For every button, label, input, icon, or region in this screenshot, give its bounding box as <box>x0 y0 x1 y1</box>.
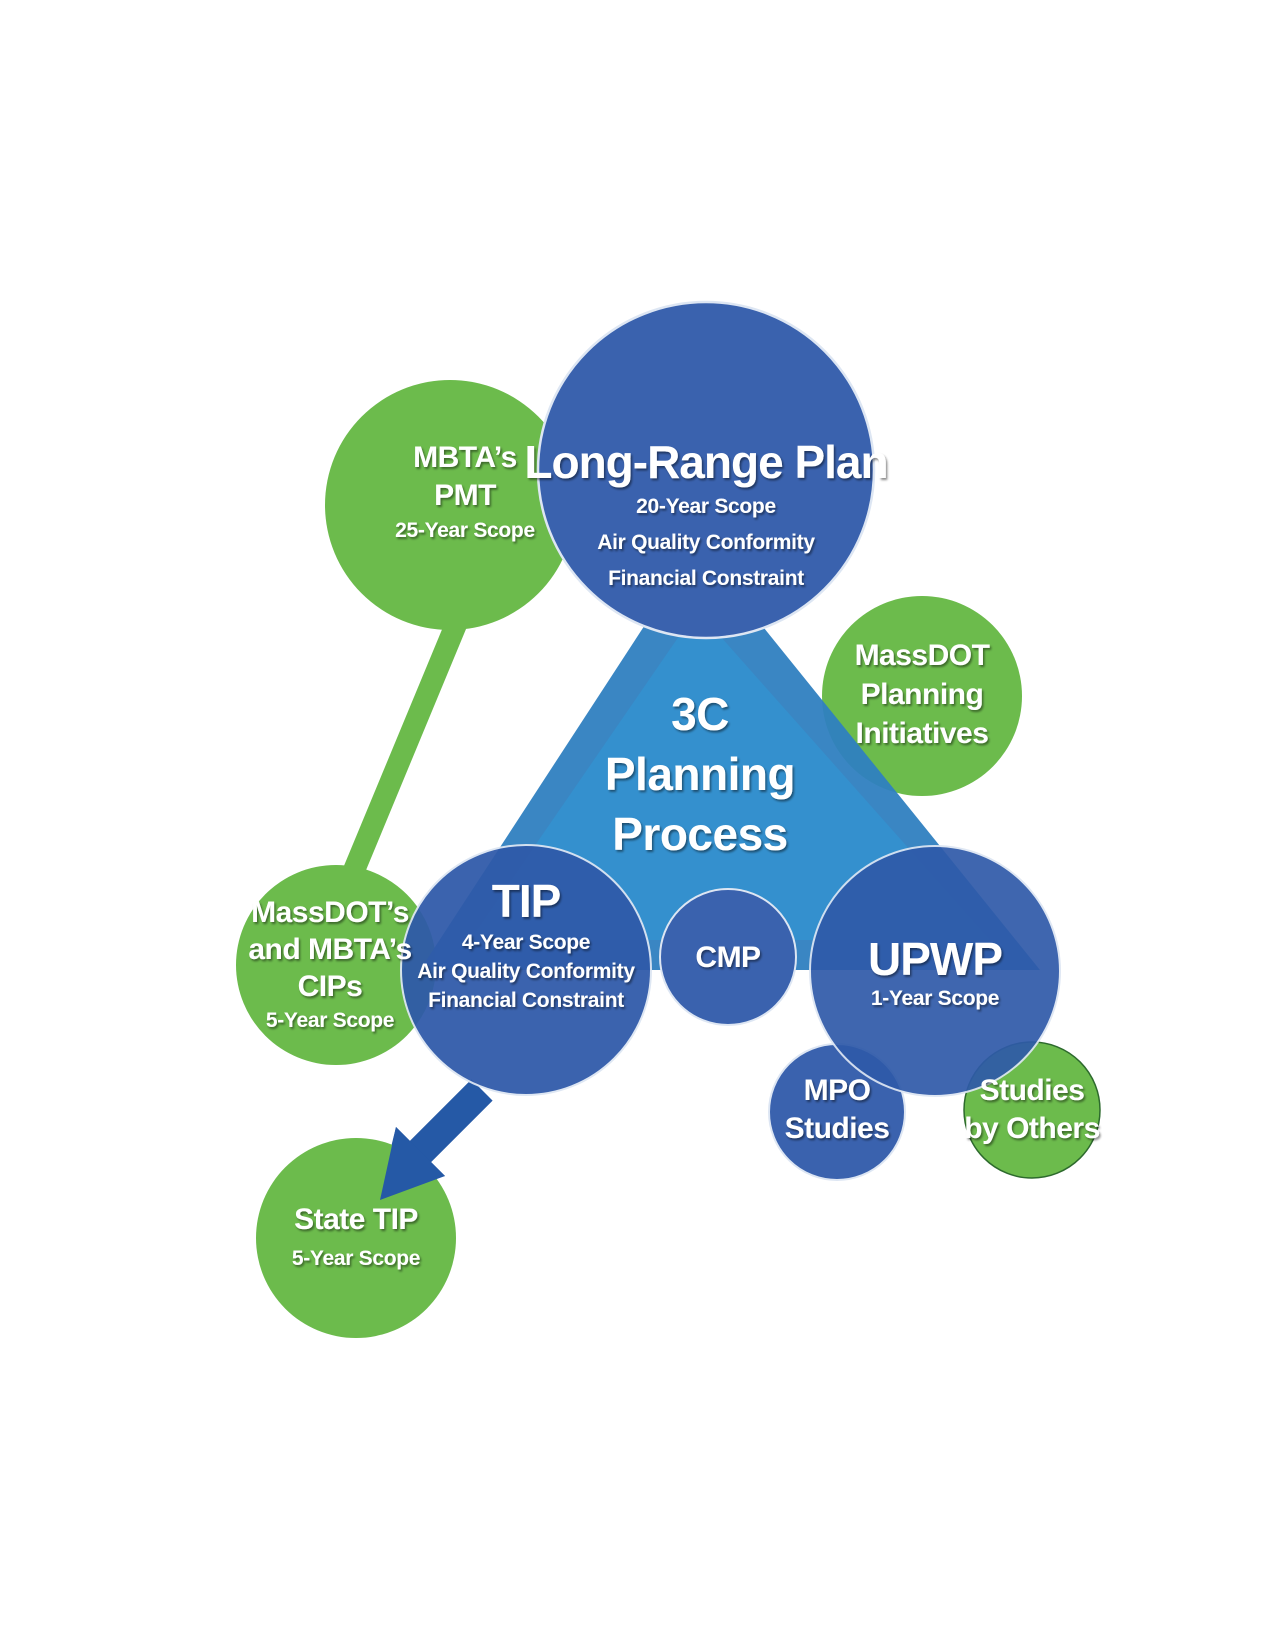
pmt-to-cips-connector <box>339 605 473 885</box>
tip-financial: Financial Constraint <box>428 989 624 1012</box>
tip-air-quality: Air Quality Conformity <box>417 960 635 983</box>
mpo-studies-line2: Studies <box>785 1112 890 1145</box>
long-range-plan-scope: 20-Year Scope <box>636 495 776 518</box>
long-range-plan-circle <box>536 300 876 640</box>
long-range-plan-financial: Financial Constraint <box>608 567 804 590</box>
cips-circle <box>236 865 436 1065</box>
mpo-studies-line1: MPO <box>804 1074 871 1107</box>
upwp-title: UPWP <box>868 933 1002 985</box>
center-line3: Process <box>612 808 788 860</box>
center-line2: Planning <box>605 748 795 800</box>
cips-line3: CIPs <box>298 970 363 1003</box>
mbta-pmt-line1: MBTA’s <box>413 441 517 474</box>
planning-process-triangle-inner <box>470 610 990 940</box>
tip-circle <box>400 844 652 1096</box>
massdot-initiatives-line2: Planning <box>861 678 984 711</box>
upwp-circle <box>809 845 1061 1097</box>
state-tip-scope: 5-Year Scope <box>292 1247 420 1270</box>
cips-scope: 5-Year Scope <box>266 1009 394 1032</box>
mbta-pmt-line2: PMT <box>434 479 496 512</box>
mbta-pmt-circle <box>325 380 575 630</box>
state-tip-title: State TIP <box>294 1203 418 1236</box>
upwp-scope: 1-Year Scope <box>871 987 999 1010</box>
massdot-initiatives-line3: Initiatives <box>856 717 989 750</box>
center-line1: 3C <box>671 688 729 740</box>
mbta-pmt-scope: 25-Year Scope <box>395 519 535 542</box>
massdot-initiatives-circle <box>822 596 1022 796</box>
state-tip-arrow-tip <box>380 1127 445 1200</box>
cmp-circle <box>659 888 797 1026</box>
massdot-initiatives-line1: MassDOT <box>855 639 990 672</box>
long-range-plan-title: Long-Range Plan <box>524 436 887 488</box>
cmp-title: CMP <box>695 941 760 974</box>
studies-by-others-line1: Studies <box>980 1074 1085 1107</box>
long-range-plan-air-quality: Air Quality Conformity <box>597 531 815 554</box>
studies-by-others-line2: by Others <box>964 1112 1100 1145</box>
tip-title: TIP <box>492 875 561 927</box>
cips-line1: MassDOT’s <box>251 896 409 929</box>
tip-scope: 4-Year Scope <box>462 931 590 954</box>
cips-line2: and MBTA’s <box>248 933 411 966</box>
